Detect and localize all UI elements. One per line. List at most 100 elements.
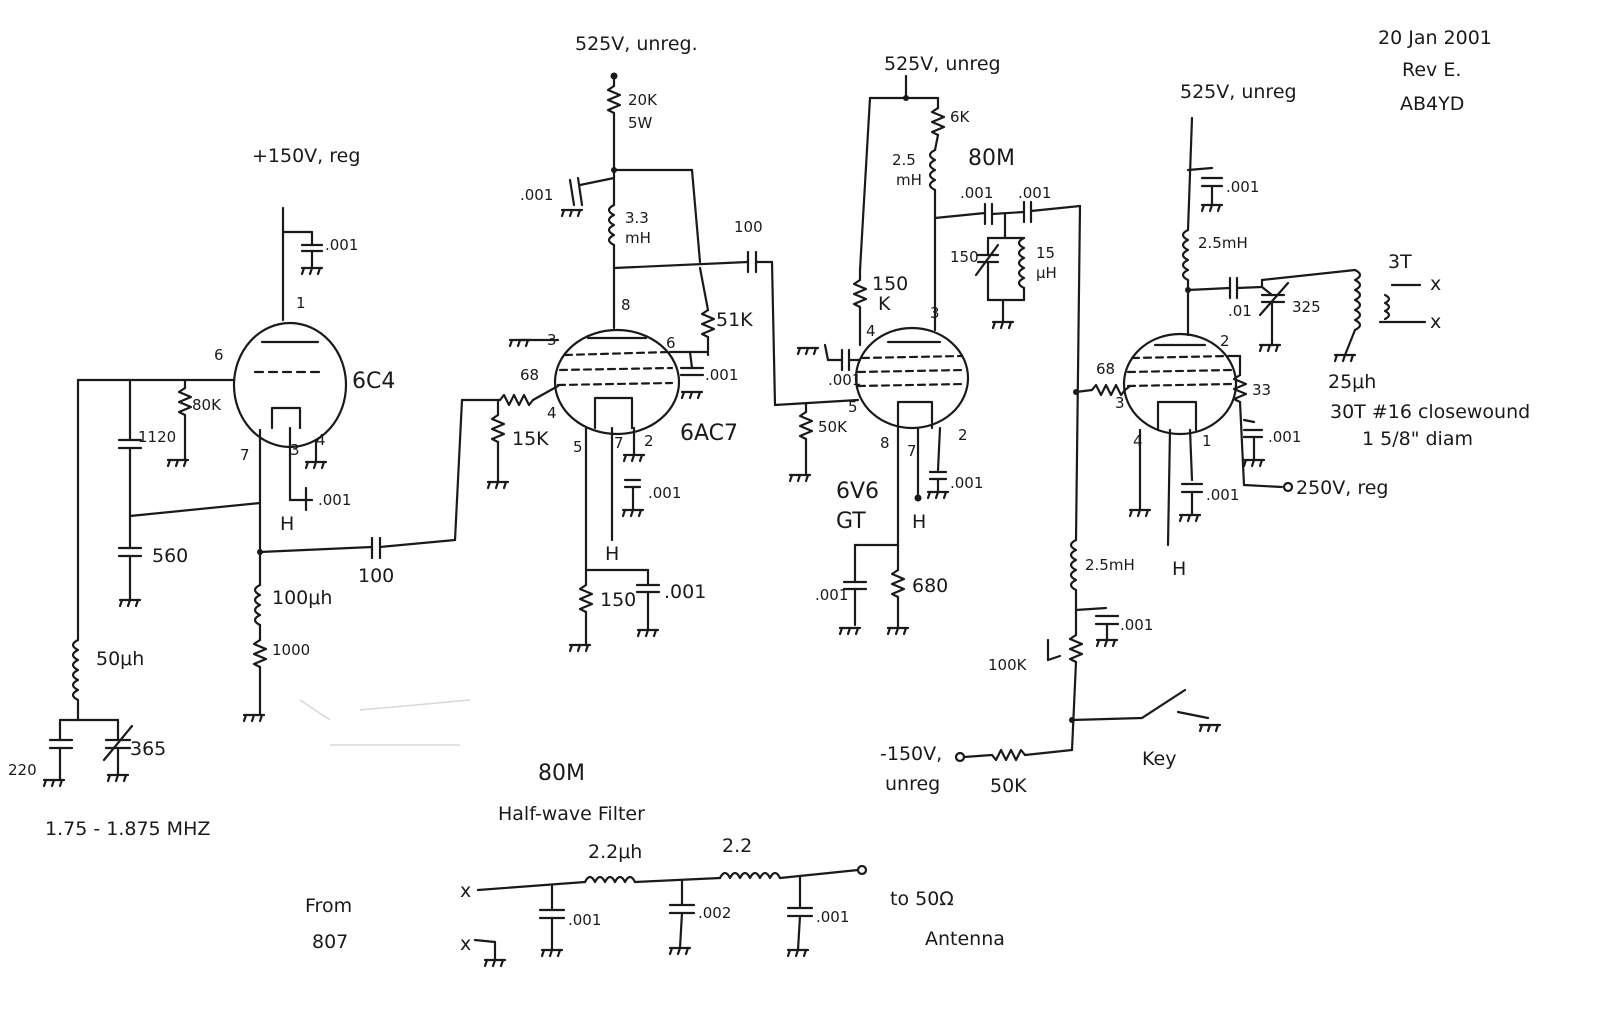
svg-text:807: 807: [312, 931, 348, 953]
svg-text:.001: .001: [1120, 616, 1153, 634]
supply-525v-buffer: 525V, unreg.: [575, 33, 698, 55]
svg-text:.01: .01: [1228, 302, 1252, 320]
svg-text:.001: .001: [1226, 178, 1259, 196]
svg-text:20K: 20K: [628, 91, 658, 109]
svg-text:5: 5: [848, 398, 858, 416]
svg-text:2.2μh: 2.2μh: [588, 841, 642, 863]
svg-text:7: 7: [240, 446, 250, 464]
svg-text:7: 7: [614, 434, 624, 452]
svg-text:.001: .001: [648, 484, 681, 502]
svg-text:2.5mH: 2.5mH: [1085, 556, 1135, 574]
svg-text:2: 2: [644, 432, 654, 450]
stage-oscillator-6c4: +150V, reg .001 6C4 1 6 7 3 4 1120 560: [8, 145, 457, 840]
svg-text:2.5mH: 2.5mH: [1198, 234, 1248, 252]
tube-v3: [854, 326, 970, 430]
svg-text:25μh: 25μh: [1328, 371, 1376, 393]
svg-text:100μh: 100μh: [272, 587, 332, 609]
svg-text:3: 3: [290, 441, 300, 459]
frequency-range: 1.75 - 1.875 MHZ: [45, 818, 210, 840]
revision-label: Rev E.: [1402, 59, 1461, 81]
tube-v2-type: 6AC7: [680, 421, 738, 446]
svg-text:100K: 100K: [988, 656, 1028, 674]
svg-text:50μh: 50μh: [96, 648, 144, 670]
erased-marks: [299, 699, 471, 746]
svg-text:51K: 51K: [716, 309, 753, 331]
tube-v3-type-line1: 6V6: [836, 479, 879, 504]
svg-text:2.5: 2.5: [892, 151, 916, 169]
svg-text:H: H: [605, 543, 619, 565]
tube-v2: [553, 328, 681, 436]
stage-6v6gt: 525V, unreg 6K 2.5 mH .001 .001 80M: [770, 53, 1082, 636]
svg-text:30T #16 closewound: 30T #16 closewound: [1330, 401, 1530, 423]
svg-text:mH: mH: [625, 229, 651, 247]
svg-text:365: 365: [130, 738, 166, 760]
date-label: 20 Jan 2001: [1378, 27, 1492, 49]
supply-525v-6v6: 525V, unreg: [884, 53, 1001, 75]
svg-text:15: 15: [1036, 244, 1055, 262]
svg-text:1000: 1000: [272, 641, 310, 659]
svg-text:.001: .001: [520, 186, 553, 204]
supply-neg150v-unreg: unreg: [885, 773, 940, 795]
svg-text:1: 1: [296, 294, 306, 312]
svg-text:150: 150: [600, 589, 636, 611]
key-label: Key: [1142, 748, 1176, 770]
title-block: 20 Jan 2001 Rev E. AB4YD: [1378, 27, 1492, 115]
v1-bypass-label: .001: [325, 236, 358, 254]
svg-text:1: 1: [1202, 432, 1212, 450]
svg-text:3: 3: [1115, 394, 1125, 412]
svg-text:K: K: [878, 293, 891, 315]
svg-text:H: H: [1172, 558, 1186, 580]
svg-text:6K: 6K: [950, 108, 971, 126]
svg-text:to 50Ω: to 50Ω: [890, 888, 954, 910]
callsign-label: AB4YD: [1400, 93, 1464, 115]
svg-text:x: x: [1430, 311, 1441, 333]
svg-text:6: 6: [214, 346, 224, 364]
svg-text:150: 150: [872, 273, 908, 295]
svg-text:68: 68: [520, 366, 539, 384]
supply-250v-reg: 250V, reg: [1296, 477, 1389, 499]
svg-text:1120: 1120: [138, 428, 176, 446]
svg-text:x: x: [460, 880, 471, 902]
svg-text:80K: 80K: [192, 396, 222, 414]
svg-text:.001: .001: [1018, 184, 1051, 202]
svg-text:.001: .001: [705, 366, 738, 384]
tube-v4: [1122, 332, 1238, 436]
svg-text:Antenna: Antenna: [925, 928, 1005, 950]
svg-text:.001: .001: [816, 908, 849, 926]
svg-text:150: 150: [950, 248, 979, 266]
svg-text:.001: .001: [1268, 428, 1301, 446]
svg-text:50K: 50K: [990, 775, 1027, 797]
stage-final: 525V, unreg .001 2.5mH .01 325 3T x x: [880, 81, 1530, 797]
svg-text:.001: .001: [1206, 486, 1239, 504]
svg-text:4: 4: [1133, 432, 1143, 450]
supply-neg150v: -150V,: [880, 743, 942, 765]
svg-text:4: 4: [547, 404, 557, 422]
svg-text:2: 2: [958, 426, 968, 444]
svg-text:100: 100: [734, 218, 763, 236]
filter-band-label: 80M: [538, 761, 585, 786]
svg-text:2: 2: [1220, 332, 1230, 350]
svg-text:100: 100: [358, 565, 394, 587]
supply-150v-reg: +150V, reg: [252, 145, 360, 167]
svg-text:.001: .001: [318, 491, 351, 509]
half-wave-filter: 80M Half-wave Filter From 807 x x 2.2μh …: [305, 761, 1005, 968]
svg-text:.001: .001: [950, 474, 983, 492]
svg-text:From: From: [305, 895, 352, 917]
svg-text:mH: mH: [896, 171, 922, 189]
svg-text:4: 4: [866, 322, 876, 340]
svg-text:6: 6: [666, 334, 676, 352]
svg-text:.001: .001: [828, 371, 861, 389]
svg-text:68: 68: [1096, 360, 1115, 378]
svg-text:4: 4: [316, 431, 326, 449]
svg-text:.001: .001: [568, 911, 601, 929]
svg-text:.002: .002: [698, 904, 731, 922]
svg-text:560: 560: [152, 545, 188, 567]
supply-525v-final: 525V, unreg: [1180, 81, 1297, 103]
svg-text:.001: .001: [815, 586, 848, 604]
svg-text:220: 220: [8, 761, 37, 779]
stage-buffer-6ac7: 525V, unreg. 20K 5W .001 3.3 mH 100 51K: [453, 33, 774, 653]
svg-text:5: 5: [573, 438, 583, 456]
svg-text:15K: 15K: [512, 428, 549, 450]
tube-v3-type-line2: GT: [836, 509, 866, 534]
